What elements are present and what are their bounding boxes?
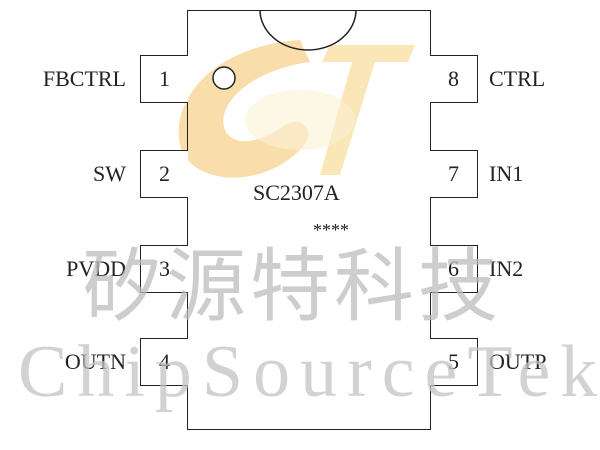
pin1-marker-icon [212, 66, 236, 90]
pin-7-label: IN1 [489, 161, 524, 186]
pin-1-number: 1 [140, 55, 188, 103]
pin-5-label: OUTP [489, 349, 547, 374]
pin-1-label: FBCTRL [42, 66, 126, 91]
pin-2-number: 2 [140, 150, 188, 198]
pin-2-label: SW [93, 161, 126, 186]
pin-8-label: CTRL [489, 66, 546, 91]
pin-4-label: OUTN [64, 349, 126, 374]
pin-5-number: 5 [430, 338, 478, 386]
pin-3-number: 3 [140, 245, 188, 293]
pin-3-label: PVDD [66, 256, 126, 281]
pin-6-label: IN2 [489, 256, 524, 281]
part-name: SC2307A [253, 180, 340, 205]
pin-4-number: 4 [140, 338, 188, 386]
date-code: **** [313, 220, 349, 240]
pin-6-number: 6 [430, 245, 478, 293]
chip-body [187, 10, 431, 430]
pin-8-number: 8 [430, 55, 478, 103]
watermark-chinese: 矽源特科技 [82, 240, 502, 333]
watermark-english: ChipSourceTek [18, 331, 600, 413]
pin-7-number: 7 [430, 150, 478, 198]
